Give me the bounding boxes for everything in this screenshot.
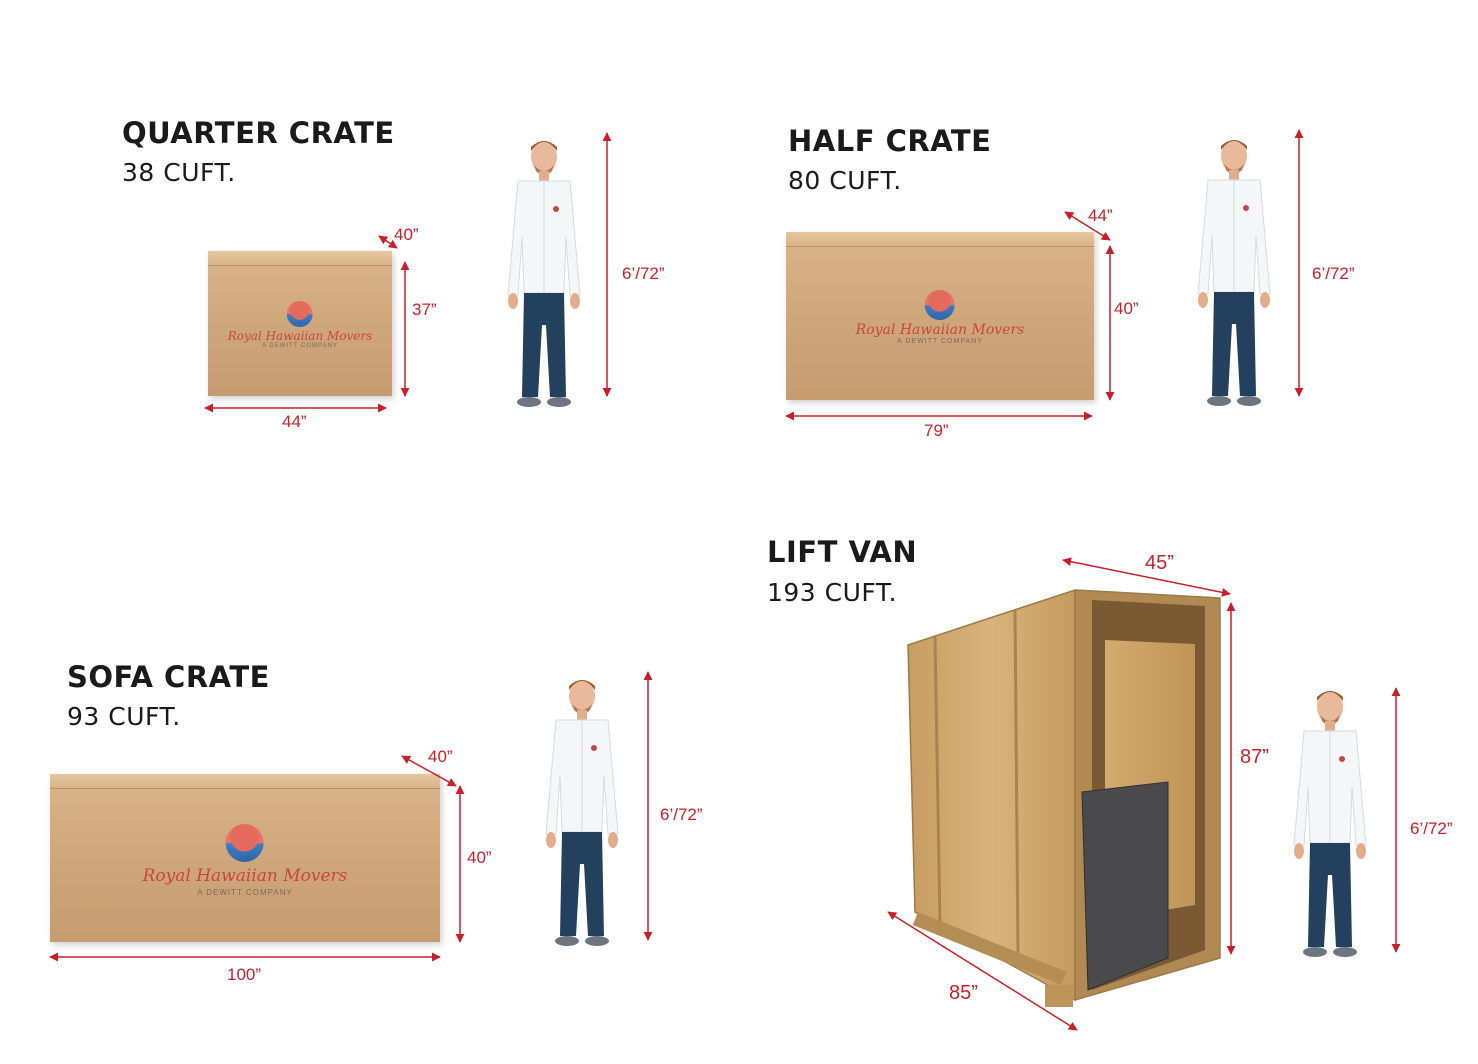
brand-name: Royal Hawaiian Movers — [855, 322, 1025, 338]
quarter-width-label: 44” — [282, 412, 307, 431]
liftvan-person-height-label: 6’/72” — [1410, 819, 1453, 838]
sofa-crate-volume: 93 CUFT. — [67, 702, 181, 731]
person-figure — [1293, 690, 1367, 958]
brand-name: Royal Hawaiian Movers — [227, 329, 373, 343]
person-figure — [507, 140, 581, 408]
liftvan-height-label: 87” — [1240, 746, 1269, 768]
quarter-height-label: 37” — [412, 300, 437, 319]
half-crate-volume: 80 CUFT. — [788, 166, 902, 195]
sofa-height-label: 40” — [467, 848, 492, 867]
half-crate-title: HALF CRATE — [788, 124, 992, 158]
person-figure — [1197, 139, 1271, 407]
brand-logo: Royal Hawaiian Movers A DEWITT COMPANY — [142, 824, 348, 897]
wave-logo-icon — [226, 824, 264, 862]
sofa-crate-title: SOFA CRATE — [67, 660, 270, 694]
brand-logo: Royal Hawaiian Movers A DEWITT COMPANY — [855, 290, 1025, 345]
quarter-crate-volume: 38 CUFT. — [122, 158, 236, 187]
wave-logo-icon — [925, 290, 955, 320]
brand-name: Royal Hawaiian Movers — [142, 866, 348, 886]
sofa-person-height-label: 6’/72” — [660, 805, 703, 824]
quarter-crate-title: QUARTER CRATE — [122, 116, 395, 150]
brand-tagline: A DEWITT COMPANY — [897, 338, 983, 345]
brand-tagline: A DEWITT COMPANY — [262, 343, 338, 349]
brand-tagline: A DEWITT COMPANY — [197, 888, 293, 897]
sofa-crate-box: Royal Hawaiian Movers A DEWITT COMPANY — [50, 774, 440, 942]
lift-van-crate — [907, 588, 1221, 1007]
lift-van-volume: 193 CUFT. — [767, 578, 898, 607]
wave-logo-icon — [287, 301, 313, 327]
quarter-depth-label: 40” — [394, 225, 419, 244]
half-width-label: 79” — [924, 421, 949, 440]
brand-logo: Royal Hawaiian Movers A DEWITT COMPANY — [227, 301, 373, 349]
quarter-crate-box: Royal Hawaiian Movers A DEWITT COMPANY — [208, 251, 392, 396]
lift-van-title: LIFT VAN — [767, 535, 918, 569]
half-person-height-label: 6’/72” — [1312, 264, 1355, 283]
half-crate-box: Royal Hawaiian Movers A DEWITT COMPANY — [786, 232, 1094, 400]
sofa-width-label: 100” — [227, 965, 262, 984]
half-height-label: 40” — [1114, 299, 1139, 318]
person-figure — [545, 679, 619, 947]
quarter-person-height-label: 6’/72” — [622, 264, 665, 283]
